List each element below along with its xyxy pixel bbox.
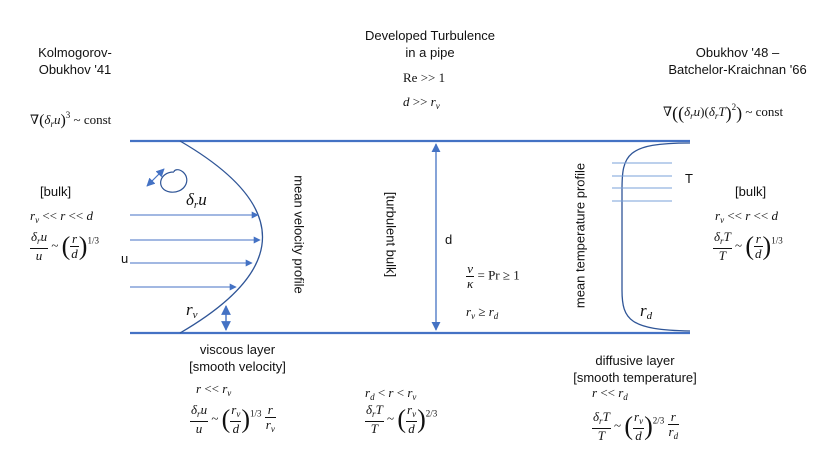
viscous-layer-condition: r << rν <box>196 381 232 398</box>
diffusive-layer-line2: [smooth temperature] <box>573 370 697 385</box>
reynolds-condition: Re >> 1 <box>403 70 446 85</box>
middle-range-condition: rd < r < rν <box>365 385 417 402</box>
temperature-label: T <box>685 171 693 186</box>
temperature-profile-label: mean temperature profile <box>572 162 588 309</box>
viscous-layer-line1: viscous layer <box>199 342 276 357</box>
left-bulk-label: [bulk] <box>40 184 72 199</box>
obukhov-title: Obukhov '48 – Batchelor-Kraichnan '66 <box>645 44 830 78</box>
eddy-double-arrow <box>146 168 165 187</box>
kolmogorov-title: Kolmogorov- Obukhov '41 <box>30 44 120 78</box>
viscous-layer-line2: [smooth velocity] <box>189 359 286 374</box>
kolmogorov-law: ∇(δru)3 ~ const <box>30 110 112 130</box>
velocity-profile-curve <box>179 140 264 334</box>
right-bulk-condition: rν << r << d <box>715 208 778 225</box>
eddy-label: δru <box>186 190 207 211</box>
kolmogorov-title-line1: Kolmogorov- <box>38 45 112 60</box>
viscous-layer-title: viscous layer [smooth velocity] <box>165 341 310 375</box>
right-bulk-label: [bulk] <box>735 184 767 199</box>
viscous-scale-label: rν <box>186 300 198 321</box>
diffusive-layer-condition: r << rd <box>592 385 628 402</box>
eddy-loop <box>160 169 188 193</box>
turbulence-title: Developed Turbulence in a pipe <box>340 27 520 61</box>
left-bulk-condition: rν << r << d <box>30 208 93 225</box>
diameter-label: d <box>445 232 453 247</box>
velocity-label: u <box>121 251 129 266</box>
turbulent-bulk-label: [turbulent bulk] <box>383 191 399 278</box>
kolmogorov-title-line2: Obukhov '41 <box>38 62 112 77</box>
diffusive-layer-title: diffusive layer [smooth temperature] <box>555 352 715 386</box>
diffusive-scale-label: rd <box>640 301 653 322</box>
diameter-condition: d >> rν <box>403 94 440 111</box>
diffusive-layer-line1: diffusive layer <box>595 353 675 368</box>
turbulence-title-line2: in a pipe <box>405 45 455 60</box>
obukhov-law: ∇((δru)(δrT)2) ~ const <box>663 102 784 124</box>
obukhov-title-line1: Obukhov '48 – <box>695 45 780 60</box>
scale-order: rν ≥ rd <box>466 304 499 321</box>
velocity-profile-label: mean velocity profile <box>291 175 307 294</box>
obukhov-title-line2: Batchelor-Kraichnan '66 <box>668 62 807 77</box>
turbulence-title-line1: Developed Turbulence <box>364 28 496 43</box>
temperature-profile-curve <box>621 142 691 332</box>
